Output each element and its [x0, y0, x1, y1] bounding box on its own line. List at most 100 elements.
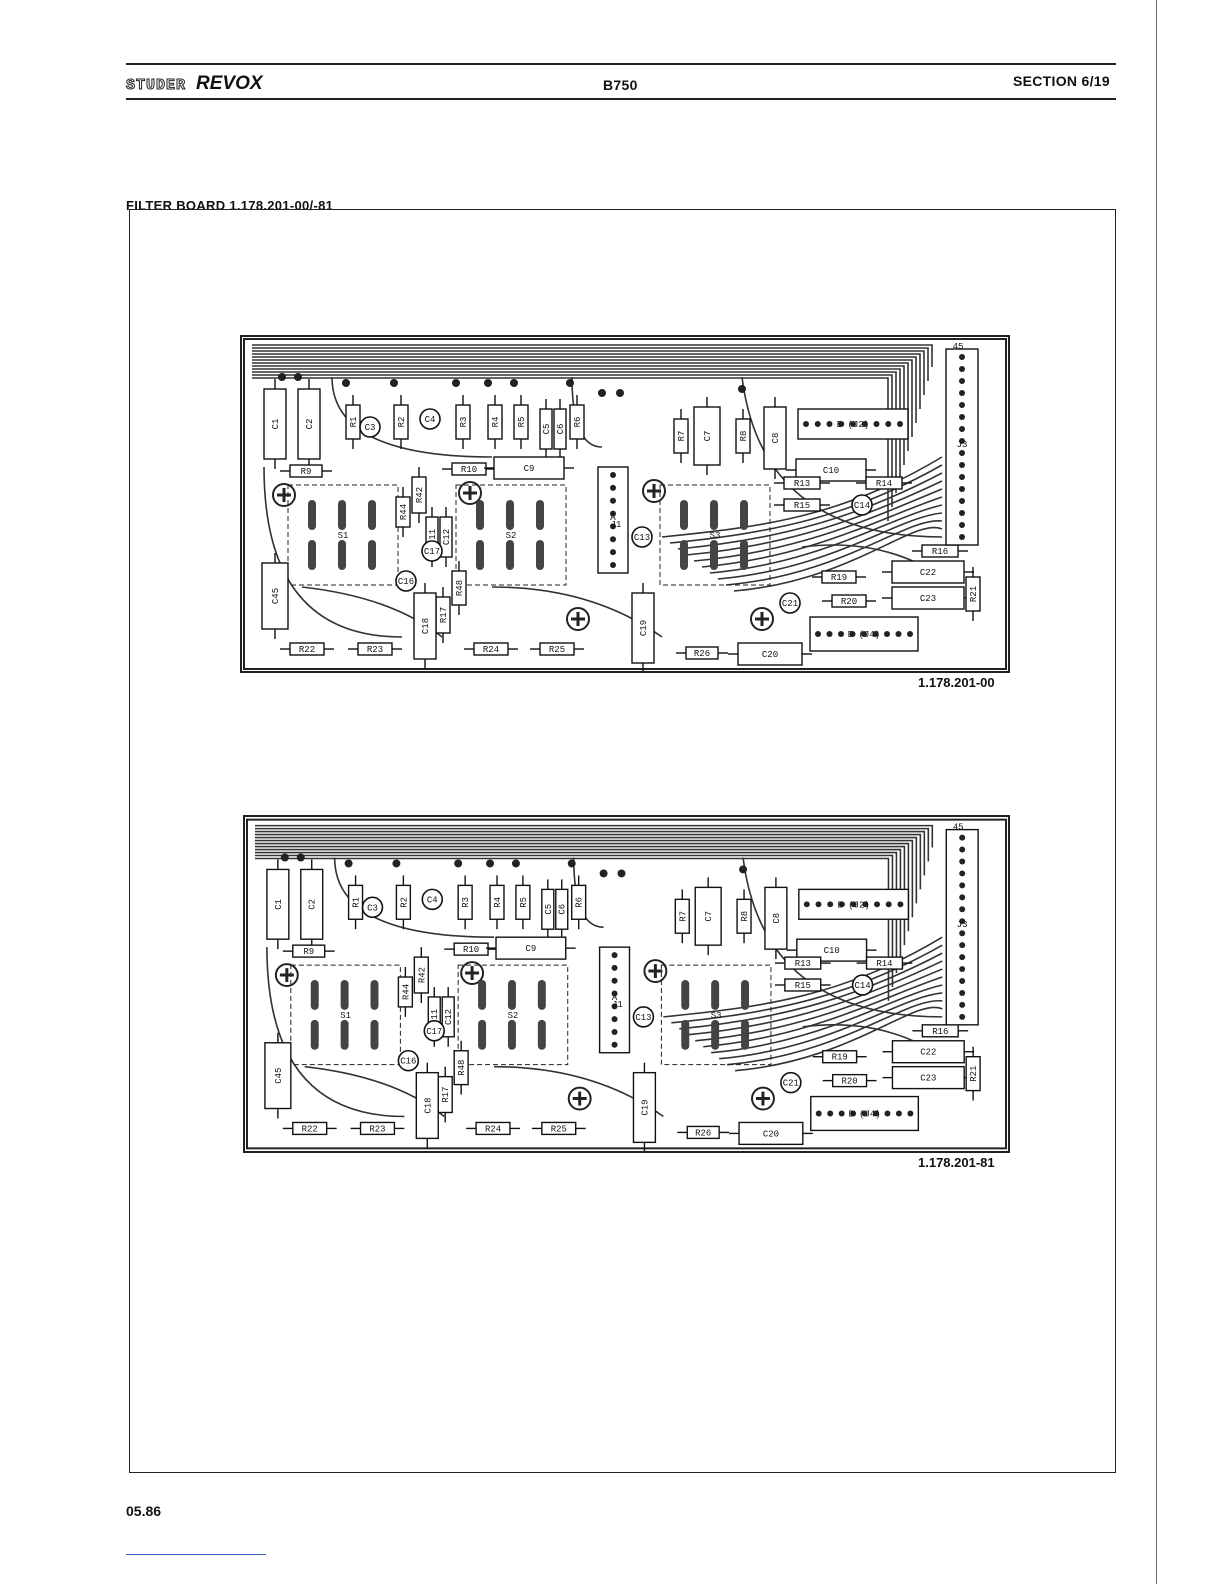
component-label: C7 — [704, 911, 714, 922]
copper-traces — [252, 344, 943, 638]
component-label: C6 — [556, 424, 566, 435]
component-label: R22 — [302, 1124, 318, 1134]
component-label: C3 — [367, 903, 378, 913]
component-label: C7 — [703, 431, 713, 442]
pcb-component: R7 — [674, 889, 690, 944]
pcb-component: R15 — [774, 978, 831, 992]
component-label: B (J2) — [837, 420, 869, 430]
pcb-component: R48 — [451, 561, 467, 615]
pcb-component: A — [597, 466, 629, 574]
header-bottom-rule — [126, 98, 1116, 100]
pcb-component: C5 — [539, 399, 553, 459]
board-2-caption: 1.178.201-81 — [918, 1155, 995, 1170]
footer-date: 05.86 — [126, 1503, 162, 1519]
solder-pads — [280, 853, 748, 878]
pcb-component: C8 — [764, 877, 788, 960]
pcb-component: R6 — [571, 875, 587, 930]
component-label: R6 — [575, 897, 585, 908]
component-label: J1 — [612, 1000, 623, 1010]
component-label: R15 — [795, 981, 811, 991]
pcb-component: C10 — [786, 938, 877, 962]
component-label: C12 — [442, 529, 452, 545]
component-label: C22 — [920, 568, 936, 578]
pcb-component: J1 — [612, 1000, 623, 1010]
component-label: C23 — [920, 1074, 936, 1084]
pcb-component: A — [598, 946, 631, 1054]
pcb-component: R20 — [822, 1073, 877, 1088]
component-label: R9 — [301, 467, 312, 477]
component-label: R10 — [463, 945, 479, 955]
pcb-component: R14 — [856, 476, 912, 490]
pcb-component: R16 — [912, 544, 968, 558]
pcb-component: C13 — [632, 1006, 655, 1028]
pcb-component: R14 — [856, 956, 913, 970]
component-label: S2 — [506, 531, 517, 541]
component-label: C11 — [430, 1009, 440, 1025]
component-label: A — [612, 993, 618, 1003]
component-label: J3 — [957, 440, 968, 450]
pcb-component: R2 — [393, 395, 409, 449]
component-label: R42 — [415, 487, 425, 503]
pcb-component: R8 — [736, 889, 752, 944]
copper-traces — [254, 824, 943, 1118]
component-label: R17 — [439, 607, 449, 623]
component-label: R4 — [491, 417, 501, 428]
component-label: D (J4) — [848, 1109, 880, 1119]
component-label: C16 — [400, 1057, 416, 1067]
component-label: S3 — [710, 531, 721, 541]
pcb-component: R1 — [345, 395, 361, 449]
component-label: R9 — [303, 947, 314, 957]
component-label: C4 — [425, 415, 436, 425]
brand-revox: REVOX — [196, 73, 263, 94]
pcb-component: S3 — [660, 964, 772, 1066]
component-label: C18 — [421, 618, 431, 634]
pcb-component: C14 — [851, 974, 874, 996]
header-top-rule — [126, 63, 1116, 65]
pcb-component: R23 — [350, 1121, 405, 1136]
pcb-component: S1 — [287, 484, 399, 586]
component-label: C21 — [783, 1079, 799, 1089]
pcb-component: R2 — [395, 875, 412, 930]
trimmer-potentiometer — [566, 607, 590, 631]
pcb-component: C21 — [779, 592, 801, 614]
component-label: C2 — [305, 419, 315, 430]
pcb-component: R1 — [347, 875, 364, 930]
pcb-component: R24 — [464, 642, 518, 656]
component-label: R6 — [573, 417, 583, 428]
pcb-component: R44 — [397, 967, 414, 1017]
component-label: C10 — [823, 466, 839, 476]
pcb-component: C2 — [297, 379, 321, 469]
component-label: R14 — [876, 959, 892, 969]
pcb-component: R5 — [515, 875, 531, 930]
pcb-component: R8 — [735, 409, 751, 463]
pcb-component: C7 — [694, 877, 722, 956]
component-label: R44 — [399, 504, 409, 520]
component-label: R5 — [519, 897, 529, 908]
solder-pads — [278, 373, 746, 397]
trimmer-potentiometer — [750, 607, 774, 631]
component-label: S1 — [340, 1011, 351, 1021]
component-label: C4 — [427, 895, 438, 905]
component-label: C12 — [444, 1009, 454, 1025]
pcb-component: R13 — [774, 956, 831, 970]
pcb-component: C45 — [264, 1032, 292, 1119]
component-label: R2 — [399, 897, 409, 908]
component-label: R20 — [842, 1077, 858, 1087]
pcb-component: C16 — [397, 1049, 420, 1072]
pcb-component: C13 — [631, 526, 653, 548]
pcb-component: C21 — [780, 1071, 802, 1094]
pcb-component: C23 — [882, 586, 974, 610]
component-label: R3 — [459, 417, 469, 428]
pcb-component: S2 — [455, 484, 567, 586]
component-label: C23 — [920, 594, 936, 604]
pcb-component: C9 — [484, 456, 574, 480]
component-label: C45 — [274, 1068, 284, 1084]
trimmer-potentiometer — [458, 481, 482, 505]
figure-frame — [129, 209, 1116, 1473]
pcb-component: C19 — [632, 1062, 657, 1151]
pcb-component: C14 — [851, 494, 873, 516]
component-label: C13 — [635, 1013, 651, 1023]
